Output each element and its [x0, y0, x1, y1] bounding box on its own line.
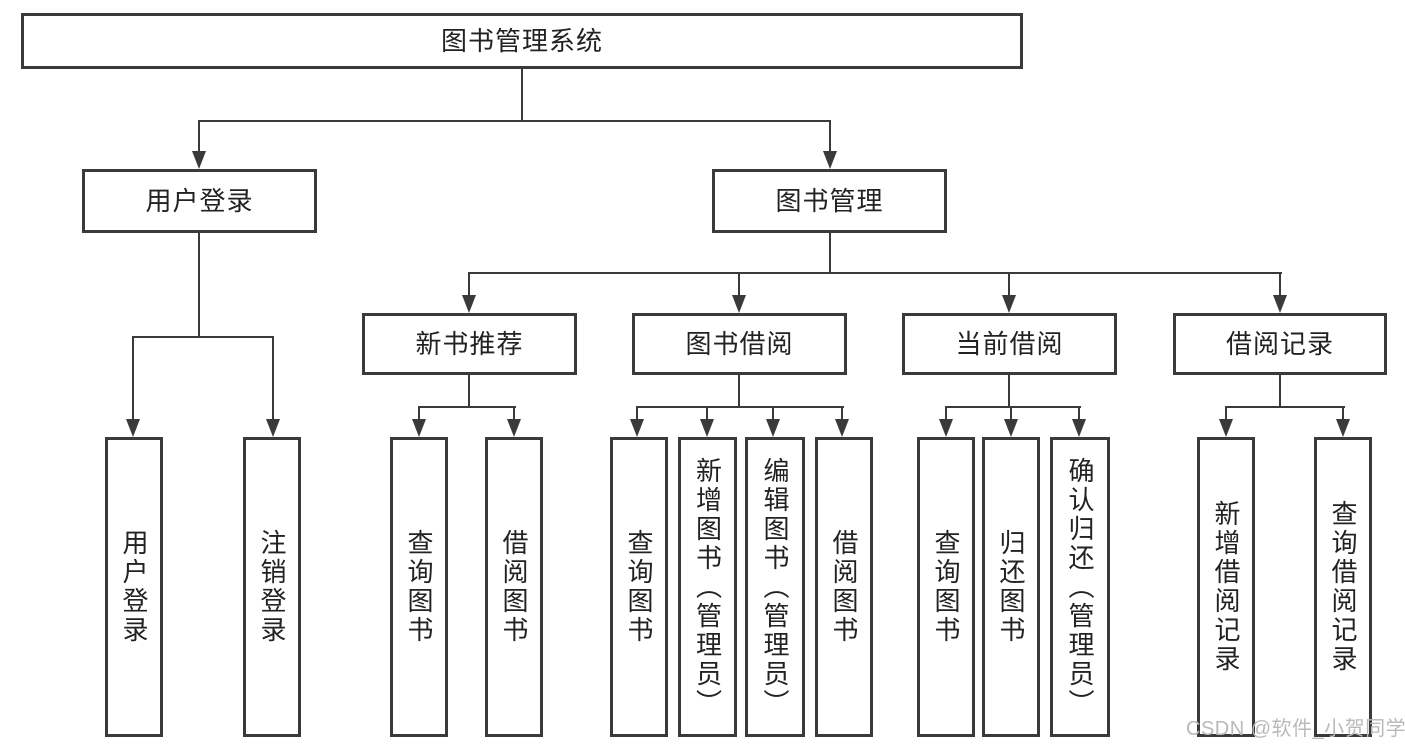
arrowhead-query-borrow-record: [1336, 419, 1350, 437]
connector-borrowing-drop2: [706, 406, 708, 420]
connector-user-login-drop2: [272, 336, 274, 420]
leaf-query-borrow-record-label: 查询借阅记录: [1328, 500, 1358, 674]
leaf-query-borrow-record: 查询借阅记录: [1314, 437, 1372, 737]
leaf-borrow-books-recommend: 借阅图书: [485, 437, 543, 737]
connector-current-bar: [945, 406, 1081, 408]
connector-current-drop2: [1010, 406, 1012, 420]
arrowhead-add-books-admin: [700, 419, 714, 437]
connector-records-bar: [1225, 406, 1345, 408]
watermark: CSDN @软件_小贺同学: [1186, 718, 1405, 740]
connector-borrowing-bar: [636, 406, 844, 408]
connector-records-drop1: [1225, 406, 1227, 420]
node-library-system: 图书管理系统: [21, 13, 1023, 69]
node-book-management: 图书管理: [712, 169, 947, 233]
leaf-logout-label: 注销登录: [257, 529, 287, 645]
connector-l3-drop2: [738, 272, 740, 296]
connector-l3-hline: [468, 272, 1282, 274]
connector-user-login-stem: [198, 233, 200, 338]
connector-records-drop2: [1342, 406, 1344, 420]
connector-borrowing-drop3: [772, 406, 774, 420]
leaf-borrow-books: 借阅图书: [815, 437, 873, 737]
leaf-add-borrow-record: 新增借阅记录: [1197, 437, 1255, 737]
arrowhead-book-management: [823, 151, 837, 169]
connector-user-login-drop1: [132, 336, 134, 420]
connector-recommend-drop2: [513, 406, 515, 420]
connector-current-drop3: [1078, 406, 1080, 420]
arrowhead-leaf-user-login: [126, 419, 140, 437]
arrowhead-borrow-books: [835, 419, 849, 437]
arrowhead-leaf-logout: [266, 419, 280, 437]
leaf-borrow-books-recommend-label: 借阅图书: [499, 529, 529, 645]
node-current-borrowing: 当前借阅: [902, 313, 1117, 375]
arrowhead-query-books-current: [939, 419, 953, 437]
arrowhead-return-books: [1004, 419, 1018, 437]
leaf-user-login: 用户登录: [105, 437, 163, 737]
leaf-edit-books-admin-label: 编辑图书（管理员）: [760, 456, 790, 718]
connector-root-stem: [521, 69, 523, 120]
leaf-user-login-label: 用户登录: [119, 529, 149, 645]
connector-records-stem: [1279, 375, 1281, 408]
arrowhead-add-borrow-record: [1219, 419, 1233, 437]
connector-l3-drop4: [1279, 272, 1281, 296]
arrowhead-borrowing-records: [1273, 295, 1287, 313]
connector-l3-drop3: [1008, 272, 1010, 296]
arrowhead-query-books-recommend: [412, 419, 426, 437]
leaf-borrow-books-label: 借阅图书: [829, 529, 859, 645]
arrowhead-current-borrowing: [1002, 295, 1016, 313]
leaf-query-books-borrow: 查询图书: [610, 437, 668, 737]
arrowhead-borrow-books-recommend: [507, 419, 521, 437]
leaf-add-books-admin: 新增图书（管理员）: [678, 437, 737, 737]
connector-borrowing-stem: [738, 375, 740, 408]
node-new-book-recommend: 新书推荐: [362, 313, 577, 375]
connector-l3-drop1: [468, 272, 470, 296]
connector-recommend-stem: [468, 375, 470, 408]
connector-l2-hline: [198, 120, 831, 122]
connector-borrowing-drop4: [841, 406, 843, 420]
leaf-query-books-current-label: 查询图书: [931, 529, 961, 645]
leaf-query-books-recommend-label: 查询图书: [404, 529, 434, 645]
leaf-confirm-return-admin-label: 确认归还（管理员）: [1065, 456, 1095, 718]
node-user-login: 用户登录: [82, 169, 317, 233]
arrowhead-new-book-recommend: [462, 295, 476, 313]
leaf-confirm-return-admin: 确认归还（管理员）: [1050, 437, 1110, 737]
arrowhead-book-borrowing: [732, 295, 746, 313]
leaf-add-borrow-record-label: 新增借阅记录: [1211, 500, 1241, 674]
arrowhead-edit-books-admin: [766, 419, 780, 437]
leaf-query-books-recommend: 查询图书: [390, 437, 448, 737]
leaf-query-books-current: 查询图书: [917, 437, 975, 737]
connector-l2-stem-right: [829, 120, 831, 153]
arrowhead-user-login: [192, 151, 206, 169]
leaf-add-books-admin-label: 新增图书（管理员）: [692, 456, 723, 718]
leaf-query-books-borrow-label: 查询图书: [624, 529, 654, 645]
arrowhead-query-books-borrow: [630, 419, 644, 437]
leaf-return-books-label: 归还图书: [996, 529, 1026, 645]
arrowhead-confirm-return-admin: [1072, 419, 1086, 437]
leaf-return-books: 归还图书: [982, 437, 1040, 737]
node-borrowing-records: 借阅记录: [1173, 313, 1387, 375]
connector-current-drop1: [945, 406, 947, 420]
connector-l2-stem-left: [198, 120, 200, 153]
connector-user-login-bar: [132, 336, 274, 338]
node-book-borrowing: 图书借阅: [632, 313, 847, 375]
connector-book-mgmt-stem: [829, 233, 831, 274]
connector-borrowing-drop1: [636, 406, 638, 420]
leaf-edit-books-admin: 编辑图书（管理员）: [745, 437, 805, 737]
connector-recommend-bar: [418, 406, 516, 408]
connector-current-stem: [1008, 375, 1010, 408]
leaf-logout: 注销登录: [243, 437, 301, 737]
connector-recommend-drop1: [418, 406, 420, 420]
